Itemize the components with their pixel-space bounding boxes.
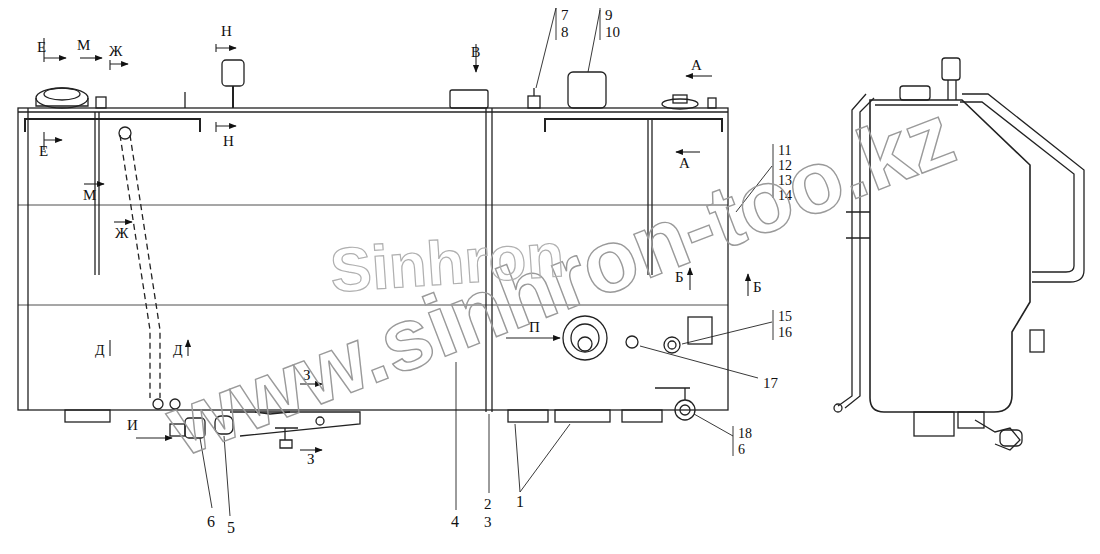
section-mark: Е [36,40,47,55]
section-mark: М [82,188,97,203]
callout-number: 10 [604,25,621,40]
section-mark: Е [38,144,49,159]
section-mark: В [470,46,481,60]
callout-number: 15 [777,310,793,324]
callout-number: 8 [560,25,570,40]
callout-number: 7 [560,8,570,23]
section-mark: А [678,156,691,171]
section-mark: Б [752,280,763,295]
section-mark: И [126,418,139,433]
section-mark: Д [94,344,106,358]
section-mark: Д [172,344,184,358]
callout-number: 5 [226,520,236,536]
section-mark: З [306,452,316,467]
section-mark: Н [222,134,235,149]
section-mark: Ж [114,226,129,241]
callout-number: 18 [737,427,753,441]
callout-number: 16 [777,326,793,340]
watermark: Sinhron [328,224,566,302]
callout-number: 3 [483,515,493,530]
section-mark: М [76,38,91,53]
callout-number: 6 [206,514,216,530]
section-mark: Н [220,24,233,39]
callout-number: 9 [604,8,614,23]
callout-number: 2 [483,497,493,512]
callout-number: 4 [450,514,460,530]
callout-number: 6 [737,443,746,457]
callout-number: 1 [515,494,525,510]
section-mark: Ж [108,44,123,59]
section-mark: А [690,58,703,73]
callout-number: 17 [762,376,779,391]
